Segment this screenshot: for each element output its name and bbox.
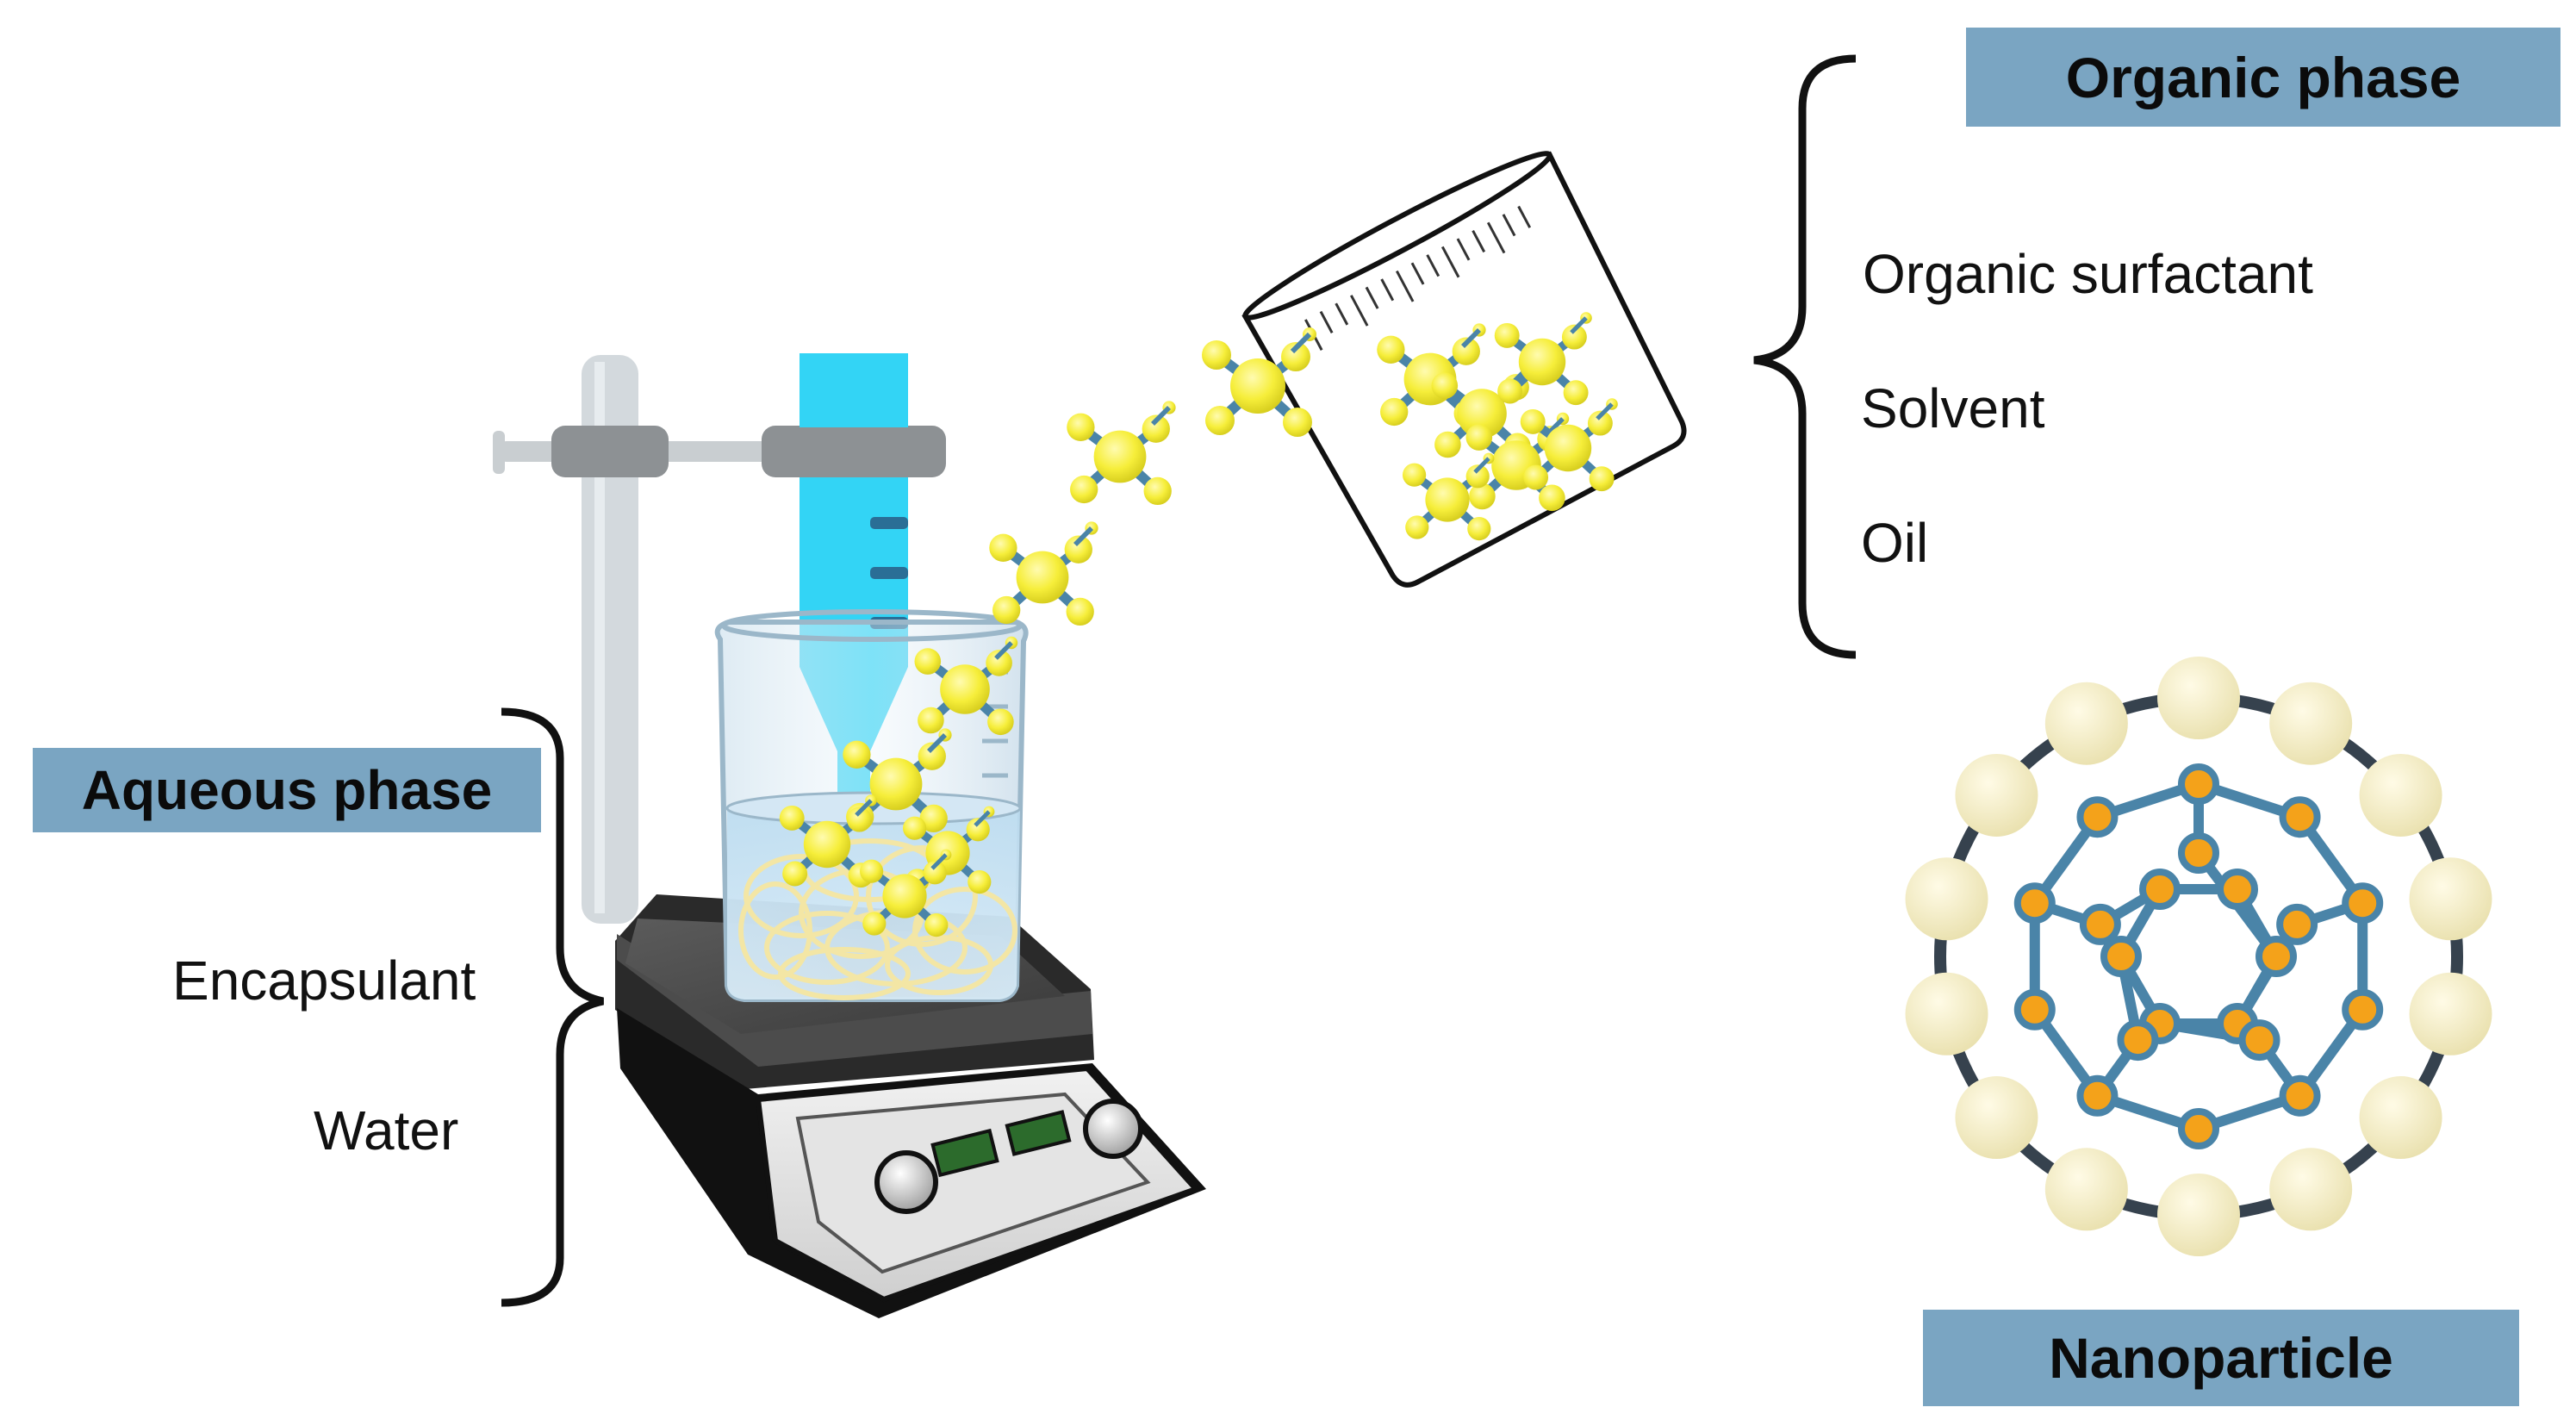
shell-bead: [2044, 682, 2128, 765]
organic-brace: [1753, 54, 1857, 659]
molecule-stream-icon: [779, 312, 1618, 937]
surfactant-molecule: [1494, 312, 1592, 406]
surfactant-molecule: [1202, 327, 1316, 437]
shell-bead: [1905, 972, 1988, 1055]
cage-node: [2342, 882, 2384, 925]
surfactant-molecule: [1465, 412, 1570, 512]
shell-bead: [2359, 1076, 2442, 1160]
water-label: Water: [314, 1099, 459, 1161]
nanoparticle-icon: [1905, 657, 2492, 1256]
shell-bead: [2157, 657, 2240, 739]
aqueous-phase-header: Aqueous phase: [33, 748, 541, 832]
organic-surfactant-label: Organic surfactant: [1863, 243, 2313, 305]
cage-node: [2013, 988, 2056, 1031]
organic-phase-header: Organic phase: [1966, 28, 2560, 127]
shell-bead: [2044, 1148, 2128, 1231]
cage-node: [2178, 763, 2219, 805]
shell-bead: [1955, 753, 2038, 837]
surfactant-molecule: [1520, 398, 1618, 492]
cage-node: [2013, 882, 2056, 925]
surfactant-molecule: [914, 636, 1018, 736]
ring-stand-icon: [493, 355, 946, 924]
solvent-label: Solvent: [1861, 377, 2045, 439]
cage-node: [2117, 1019, 2159, 1062]
cage-node: [2076, 1074, 2119, 1117]
cage-node: [2276, 903, 2318, 945]
cage-node: [2076, 796, 2119, 838]
surfactant-molecule: [1403, 452, 1495, 541]
cage-node: [2342, 988, 2384, 1031]
shell-bead: [2409, 972, 2492, 1055]
cage-node: [2079, 903, 2121, 945]
cage-node: [2217, 869, 2258, 911]
shell-bead: [2409, 857, 2492, 941]
cage-node: [2238, 1019, 2280, 1062]
surfactant-molecule: [1067, 401, 1176, 506]
shell-bead: [1905, 857, 1988, 941]
cage-node: [2139, 869, 2181, 911]
shell-bead: [2269, 1148, 2353, 1231]
cage-node: [2178, 832, 2219, 874]
shell-bead: [2269, 682, 2353, 765]
cage-node: [2256, 936, 2297, 977]
shell-bead: [2359, 753, 2442, 837]
cage-node: [2279, 1074, 2321, 1117]
nanoparticle-header: Nanoparticle: [1923, 1310, 2519, 1406]
encapsulant-strands-icon: [738, 838, 1017, 1000]
surfactant-molecule: [860, 849, 952, 937]
tilted-beaker-icon: [1241, 151, 1687, 588]
shell-bead: [2157, 1174, 2240, 1256]
surfactant-molecule: [989, 521, 1098, 626]
encapsulant-label: Encapsulant: [172, 950, 476, 1012]
aqueous-brace: [501, 707, 605, 1307]
cage-node: [2178, 1108, 2219, 1149]
magnetic-stirrer-icon: [615, 894, 1206, 1318]
cage-node: [2279, 796, 2321, 838]
shell-bead: [1955, 1076, 2038, 1160]
cage-node: [2100, 936, 2142, 977]
oil-label: Oil: [1861, 512, 1929, 574]
